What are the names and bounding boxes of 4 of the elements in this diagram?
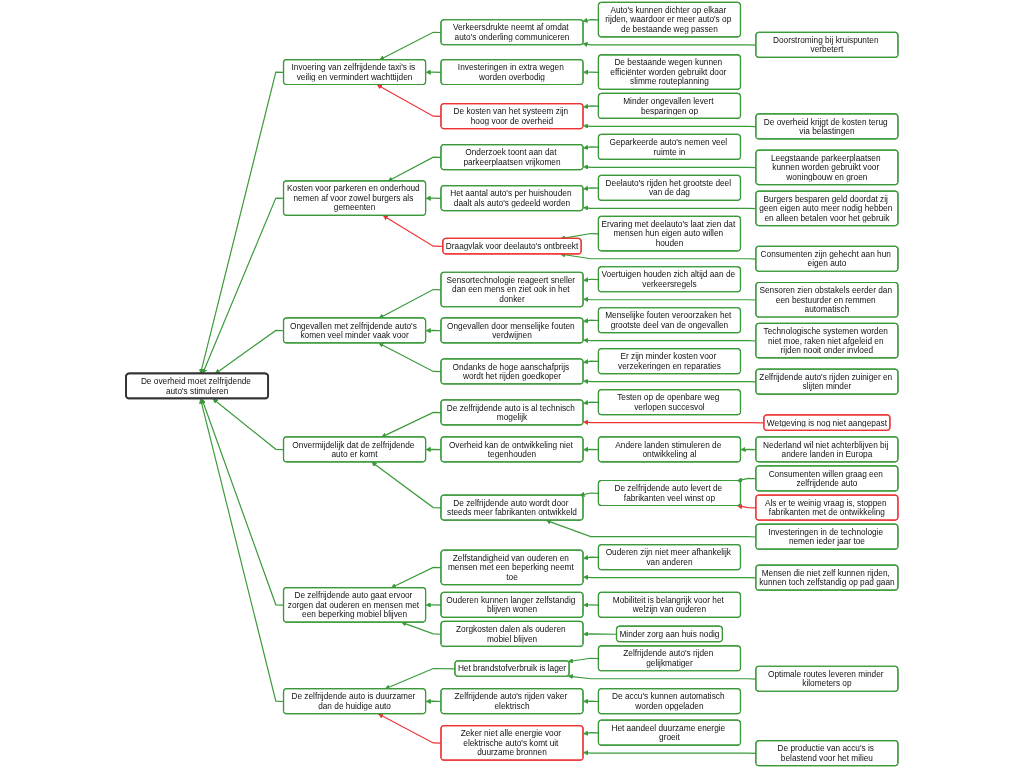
arrow [384,667,456,690]
arrow [583,419,765,425]
arrow [382,215,444,248]
arrow [583,631,618,637]
